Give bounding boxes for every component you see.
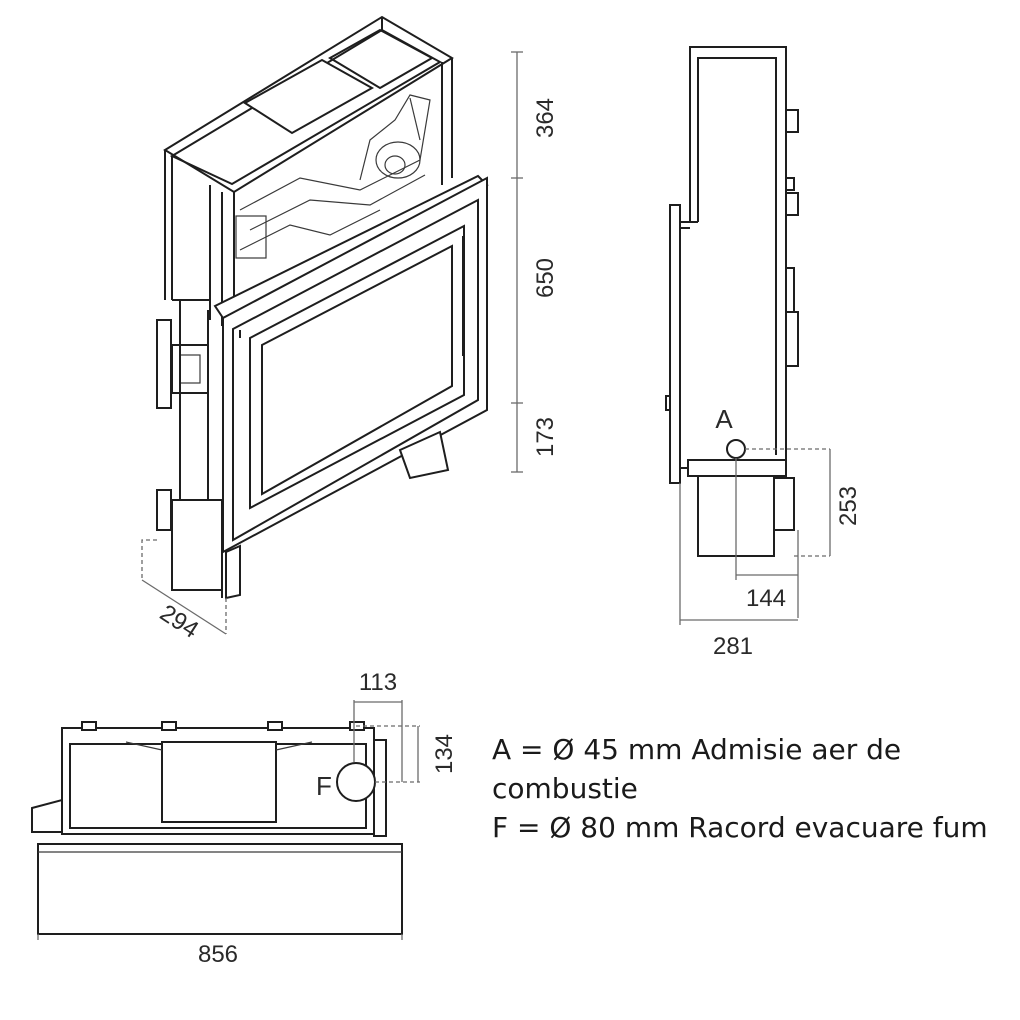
dim-side-depth: 281: [713, 633, 753, 660]
legend-line-a-cont: combustie: [492, 772, 638, 805]
legend-line-a: A = Ø 45 mm Admisie aer de: [492, 733, 902, 766]
dim-height-top: 364: [532, 98, 559, 138]
side-view: [665, 46, 831, 625]
height-dimension-line: [511, 51, 523, 473]
dim-height-mid: 650: [532, 258, 559, 298]
top-view: [31, 700, 420, 940]
dim-top-f-offset-x: 113: [359, 669, 397, 696]
dim-top-width: 856: [198, 941, 238, 968]
dim-top-f-offset-y: 134: [431, 734, 458, 774]
dim-side-a-offset: 144: [746, 585, 786, 612]
isometric-view: [141, 15, 489, 635]
legend: A = Ø 45 mm Admisie aer de combustie F =…: [492, 730, 1012, 847]
label-f: F: [316, 771, 332, 801]
dim-height-bottom: 173: [532, 417, 559, 457]
legend-line-f: F = Ø 80 mm Racord evacuare fum: [492, 811, 988, 844]
label-a: A: [715, 404, 733, 434]
dim-depth-iso: 294: [155, 599, 203, 643]
dim-side-a-height: 253: [835, 486, 862, 526]
